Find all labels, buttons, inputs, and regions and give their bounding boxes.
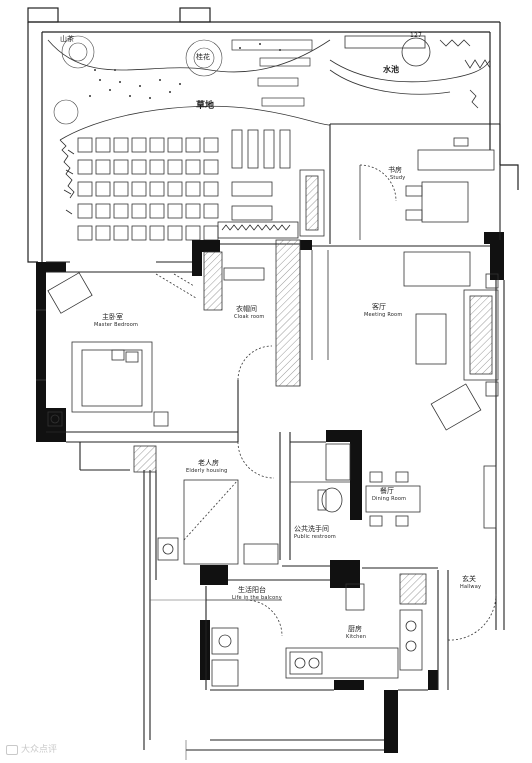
lawn-label: 草地: [196, 101, 215, 111]
structural-walls: [36, 232, 504, 753]
planter-strip: [217, 221, 299, 239]
cloak-room-label-en: Cloak room: [234, 314, 265, 320]
living-room-furniture: [237, 250, 499, 431]
meeting-room-label-zh: 客厅: [372, 303, 386, 311]
tree-label-center: 桂花: [196, 53, 210, 61]
restroom-label-en: Public restroom: [294, 534, 336, 540]
garden-boundary: [27, 7, 519, 263]
balcony-fixtures: [206, 599, 283, 687]
tree-label-left: 山茶: [60, 35, 74, 43]
kitchen-label-en: Kitchen: [346, 634, 367, 640]
hallway-label-zh: 玄关: [462, 575, 476, 583]
restroom-label-zh: 公共洗手间: [294, 525, 329, 533]
master-bedroom-furniture: [47, 272, 197, 427]
windows: [36, 309, 206, 760]
dining-furniture: [365, 465, 497, 529]
study-label-zh: 书房: [388, 166, 402, 174]
lawn-area: [47, 35, 331, 241]
elderly-room-label-en: Elderly housing: [186, 468, 228, 474]
watermark: 大众点评: [6, 742, 57, 755]
cloak-room-furniture: [203, 169, 325, 387]
balcony-label-zh: 生活阳台: [238, 586, 266, 594]
kitchen-label-zh: 厨房: [348, 625, 362, 633]
study-label-en: Study: [390, 175, 406, 181]
elderly-room-furniture: [133, 441, 279, 565]
pond-area: [329, 35, 491, 109]
master-bedroom-label-en: Master Bedroom: [94, 322, 139, 328]
hallway-door: [447, 593, 497, 690]
master-bedroom-label-zh: 主卧室: [102, 313, 123, 321]
kitchen-fixtures: [285, 573, 427, 679]
elderly-room-label-zh: 老人房: [198, 459, 219, 467]
watermark-text: 大众点评: [21, 745, 58, 755]
pond-label: 水池: [383, 65, 399, 74]
dining-room-label-en: Dining Room: [372, 496, 407, 502]
dining-room-label-zh: 餐厅: [380, 487, 394, 495]
hallway-label-en: Hallway: [460, 584, 482, 590]
cloak-room-label-zh: 衣帽间: [236, 305, 257, 313]
balcony-label-en: Life in the balcony: [232, 595, 282, 601]
dimension-label: 127: [410, 32, 423, 39]
meeting-room-label-en: Meeting Room: [364, 312, 403, 318]
stepping-stones: [77, 129, 291, 241]
restroom-fixtures: [290, 443, 351, 513]
study-furniture: [359, 137, 495, 287]
watermark-logo-icon: [6, 744, 18, 755]
